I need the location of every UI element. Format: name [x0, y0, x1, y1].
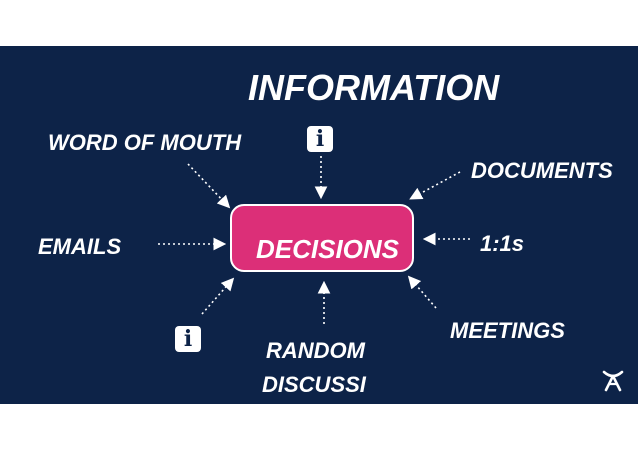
arrow-word-of-mouth [187, 163, 231, 209]
label-random-line2: DISCUSSI [262, 372, 366, 397]
atlassian-logo-icon [602, 370, 624, 392]
decisions-box: DECISIONS [230, 204, 414, 272]
label-one-on-ones: 1:1s [480, 231, 525, 256]
decisions-label: DECISIONS [256, 234, 400, 264]
diagram-title: INFORMATION [248, 67, 500, 108]
label-emails: EMAILS [38, 234, 122, 259]
arrow-info-bottom [201, 277, 235, 315]
info-icon-glyph: i [315, 126, 325, 152]
label-meetings: MEETINGS [450, 318, 565, 343]
label-word-of-mouth: WORD OF MOUTH [48, 130, 242, 155]
slide: INFORMATION WORD OF MOUTH i DOCUMENTS EM… [0, 46, 638, 404]
label-random-line1: RANDOM [266, 338, 365, 363]
arrow-documents [409, 171, 461, 200]
info-icon: i [307, 126, 333, 152]
label-documents: DOCUMENTS [471, 158, 613, 183]
connector-arrows [158, 156, 470, 324]
info-icon: i [175, 326, 201, 352]
arrow-meetings [407, 275, 437, 309]
info-icon-glyph: i [183, 326, 193, 352]
